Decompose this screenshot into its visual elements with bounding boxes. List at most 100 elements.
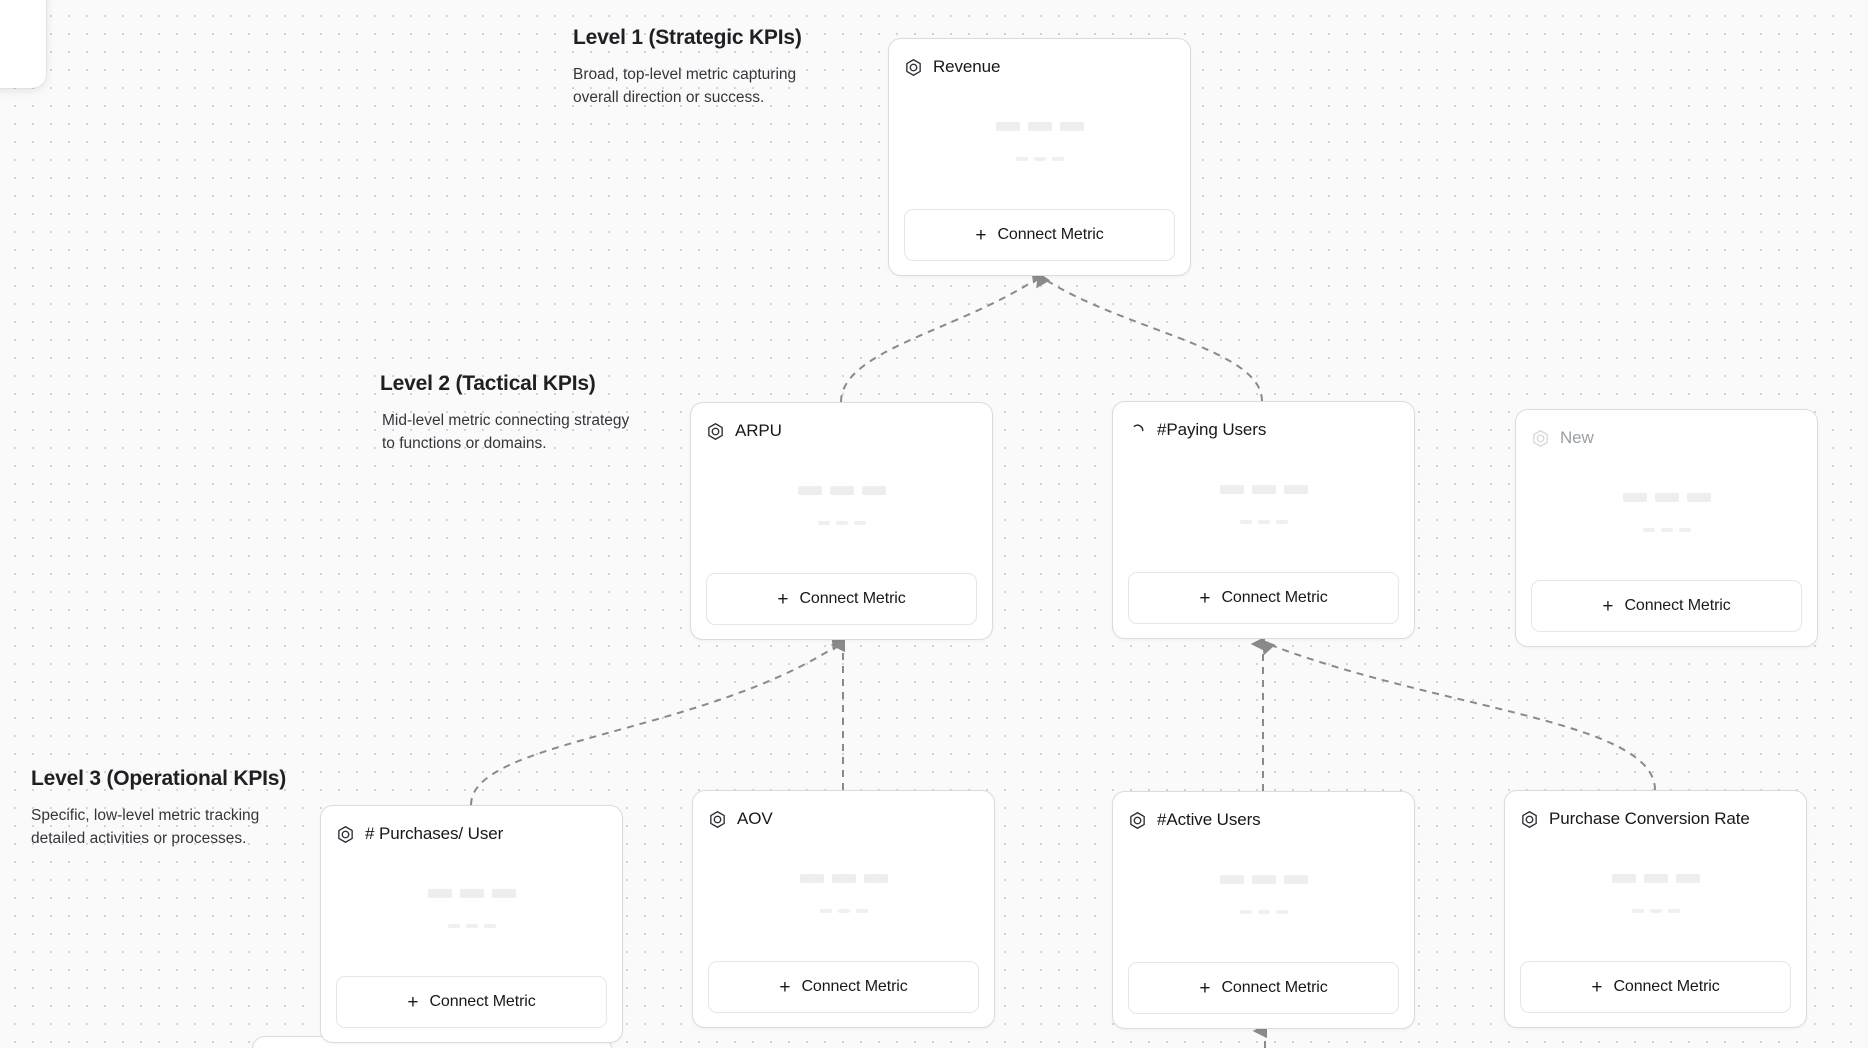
metric-card-header: Purchase Conversion Rate [1520, 806, 1791, 832]
metric-card-title: New [1560, 428, 1594, 447]
connect-metric-label: Connect Metric [1624, 597, 1731, 614]
metric-card-title: #Active Users [1157, 810, 1261, 829]
skeleton-row-secondary [1239, 520, 1288, 524]
skeleton-row-secondary [819, 909, 868, 913]
skeleton-row-primary [1622, 493, 1711, 502]
metric-card-placeholder [1128, 833, 1399, 962]
metric-card-arpu[interactable]: ARPU + Connect Metric [690, 402, 993, 640]
metric-card-title: #Paying Users [1157, 420, 1267, 439]
metric-card-header: #Paying Users [1128, 417, 1399, 443]
skeleton-row-secondary [1631, 909, 1680, 913]
skeleton-bar [1283, 875, 1308, 884]
connect-metric-button[interactable]: +Connect Metric [708, 961, 979, 1013]
skeleton-bar [1622, 493, 1647, 502]
metric-card-placeholder [1128, 443, 1399, 572]
plus-icon: + [1602, 595, 1614, 617]
metric-card-header: # Purchases/ User [336, 821, 607, 847]
connector-arpu-to-revenue [840, 267, 1046, 403]
skeleton-bar [1667, 909, 1680, 913]
skeleton-bar [835, 521, 848, 525]
plus-icon: + [407, 991, 419, 1013]
skeleton-bar [829, 486, 854, 495]
level-3-caption: Level 3 (Operational KPIs) Specific, low… [31, 767, 286, 850]
skeleton-bar [1660, 528, 1673, 532]
skeleton-row-primary [1219, 485, 1308, 494]
metric-card-placeholder [1531, 451, 1802, 580]
skeleton-bar [1678, 528, 1691, 532]
connect-metric-button[interactable]: + Connect Metric [904, 209, 1175, 261]
skeleton-bar [1675, 874, 1700, 883]
connect-metric-label: Connect Metric [1221, 979, 1328, 996]
connect-metric-button[interactable]: + Connect Metric [1531, 580, 1802, 632]
metric-card-title: Revenue [933, 57, 1001, 76]
skeleton-bar [465, 924, 478, 928]
skeleton-bar [1257, 910, 1270, 914]
metric-card-title: Purchase Conversion Rate [1549, 809, 1750, 828]
skeleton-bar [1239, 910, 1252, 914]
connect-metric-label: Connect Metric [799, 590, 906, 607]
level-1-title: Level 1 (Strategic KPIs) [573, 26, 802, 49]
metric-card-aov[interactable]: AOV +Connect Metric [692, 790, 995, 1028]
skeleton-row-secondary [817, 521, 866, 525]
metric-card-revenue[interactable]: Revenue + Connect Metric [888, 38, 1191, 276]
metric-card-placeholder [708, 832, 979, 961]
plus-icon: + [779, 976, 791, 998]
connect-metric-button[interactable]: + Connect Metric [706, 573, 977, 625]
skeleton-bar [1642, 528, 1655, 532]
skeleton-row-secondary [1239, 910, 1288, 914]
metric-card-title: AOV [737, 809, 773, 828]
connect-metric-label: Connect Metric [1221, 589, 1328, 606]
level-3-title: Level 3 (Operational KPIs) [31, 767, 287, 790]
skeleton-bar [1654, 493, 1679, 502]
plus-icon: + [1199, 587, 1211, 609]
skeleton-bar [995, 122, 1020, 131]
skeleton-row-primary [427, 889, 516, 898]
metric-card-placeholder [1520, 832, 1791, 961]
hexagon-metric-icon [1533, 429, 1548, 447]
metric-card-header: New [1531, 425, 1802, 451]
plus-icon: + [1199, 977, 1211, 999]
connect-metric-button[interactable]: +Connect Metric [1520, 961, 1791, 1013]
skeleton-bar [861, 486, 886, 495]
skeleton-row-primary [1219, 875, 1308, 884]
skeleton-bar [1275, 910, 1288, 914]
skeleton-row-primary [995, 122, 1084, 131]
plus-icon: + [975, 224, 987, 246]
skeleton-bar [491, 889, 516, 898]
skeleton-bar [1686, 493, 1711, 502]
skeleton-bar [797, 486, 822, 495]
skeleton-bar [459, 889, 484, 898]
connect-metric-button[interactable]: + Connect Metric [1128, 962, 1399, 1014]
connect-metric-button[interactable]: + Connect Metric [1128, 572, 1399, 624]
plus-icon: + [777, 588, 789, 610]
metric-card-active-users[interactable]: #Active Users + Connect Metric [1112, 791, 1415, 1029]
connect-metric-label: Connect Metric [997, 226, 1104, 243]
skeleton-bar [1611, 874, 1636, 883]
metric-card-purchase-conversion-rate[interactable]: Purchase Conversion Rate +Connect Metric [1504, 790, 1807, 1028]
skeleton-bar [817, 521, 830, 525]
metric-card-paying-users[interactable]: #Paying Users + Connect Metric [1112, 401, 1415, 639]
connector-paying-users-to-revenue [1036, 272, 1263, 402]
hexagon-metric-icon [708, 422, 723, 440]
metric-card-placeholder [904, 80, 1175, 209]
skeleton-bar [427, 889, 452, 898]
skeleton-row-secondary [1015, 157, 1064, 161]
skeleton-bar [1643, 874, 1668, 883]
metric-card-new[interactable]: New + Connect Metric [1515, 409, 1818, 647]
skeleton-bar [837, 909, 850, 913]
metric-card-purchases-per-user[interactable]: # Purchases/ User + Connect Metric [320, 805, 623, 1043]
connect-metric-label: Connect Metric [429, 993, 536, 1010]
connect-metric-label: Connect Metric [1613, 978, 1720, 995]
skeleton-row-primary [799, 874, 888, 883]
skeleton-bar [1251, 875, 1276, 884]
connect-metric-button[interactable]: + Connect Metric [336, 976, 607, 1028]
skeleton-bar [447, 924, 460, 928]
skeleton-row-secondary [447, 924, 496, 928]
skeleton-bar [1283, 485, 1308, 494]
skeleton-bar [863, 874, 888, 883]
level-1-description: Broad, top-level metric capturing overal… [573, 66, 797, 106]
floating-corner-panel[interactable] [0, 0, 46, 88]
metric-card-title: ARPU [735, 421, 782, 440]
skeleton-bar [1239, 520, 1252, 524]
